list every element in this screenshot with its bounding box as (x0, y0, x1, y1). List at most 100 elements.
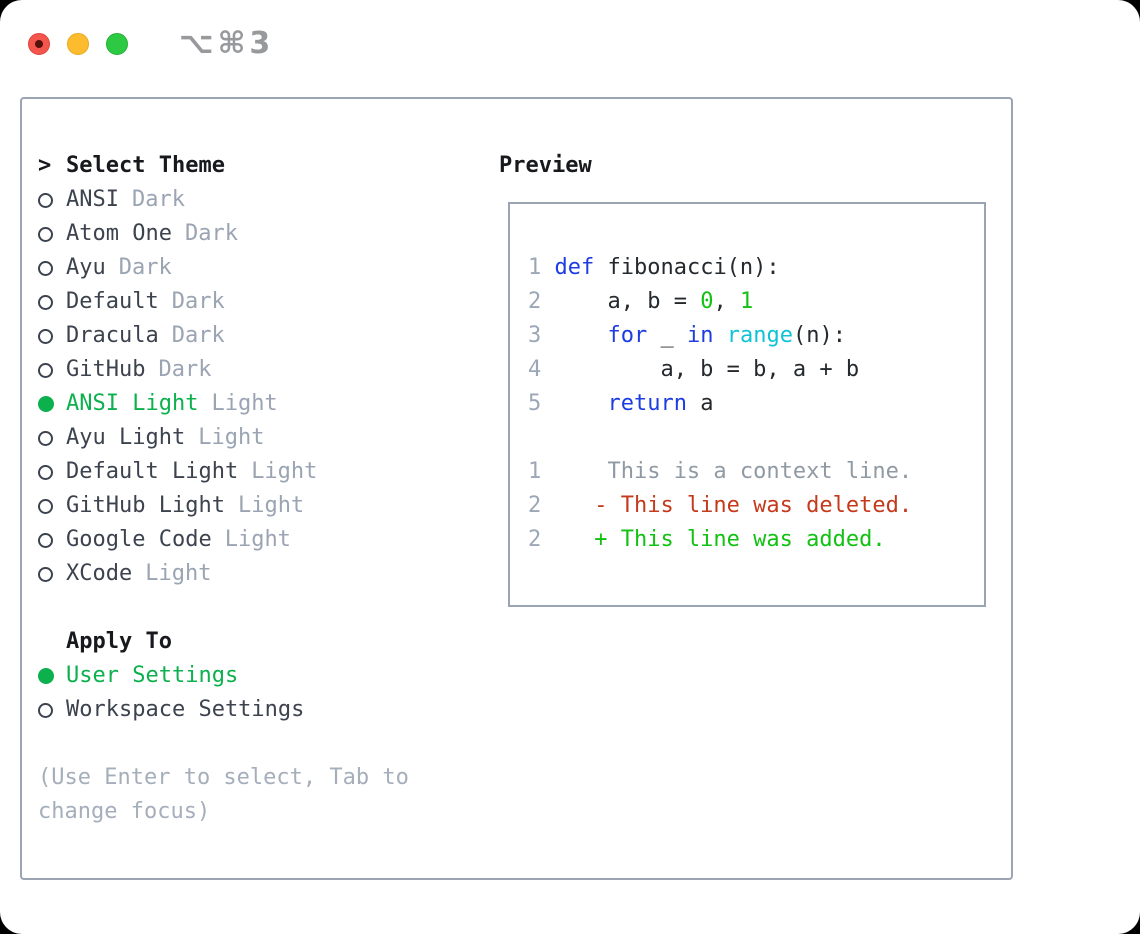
code-token: range (726, 323, 793, 348)
code-token (713, 323, 726, 348)
preview-title: Preview (499, 153, 592, 178)
line-number: 5 (528, 391, 542, 416)
line-number: 1 (528, 255, 542, 280)
theme-name: XCode (66, 561, 133, 586)
line-number: 2 (528, 493, 542, 518)
radio-marker (38, 430, 66, 446)
theme-name: Atom One (66, 221, 172, 246)
apply-option-user-settings[interactable]: User Settings (38, 659, 468, 693)
theme-variant-tag: Dark (171, 323, 225, 348)
focus-caret-icon: > (38, 153, 52, 178)
code-token: This is a context line. (554, 459, 913, 484)
theme-option-github-light[interactable]: GitHub Light Light (38, 489, 468, 523)
line-number: 1 (528, 459, 542, 484)
select-theme-header: > Select Theme (38, 149, 468, 183)
line-number: 4 (528, 357, 542, 382)
deleted-line: 2 - This line was deleted. (528, 489, 984, 523)
close-button[interactable] (28, 32, 50, 55)
theme-name: ANSI (66, 187, 119, 212)
radio-marker (38, 294, 66, 310)
theme-option-ansi[interactable]: ANSI Dark (38, 183, 468, 217)
unsaved-dot-icon (35, 39, 43, 48)
code-token: (n): (792, 323, 846, 348)
theme-name: GitHub (66, 357, 146, 382)
theme-variant-tag: Dark (118, 255, 172, 280)
line-number: 3 (528, 323, 542, 348)
radio-marker (38, 192, 66, 208)
radio-icon (38, 498, 53, 514)
theme-variant-tag: Dark (184, 221, 238, 246)
radio-marker (38, 668, 66, 684)
theme-variant-tag: Dark (131, 187, 185, 212)
zoom-button[interactable] (106, 32, 128, 55)
code-token: fibonacci(n): (594, 255, 780, 280)
code-token: 1 (739, 289, 754, 314)
radio-marker (38, 362, 66, 378)
theme-name: Ayu Light (66, 425, 186, 450)
theme-option-ayu-light[interactable]: Ayu Light Light (38, 421, 468, 455)
added-line: 2 + This line was added. (528, 523, 984, 557)
code-line: 3 for _ in range(n): (528, 319, 984, 353)
theme-name: Ayu (66, 255, 106, 280)
theme-name: Default Light (66, 459, 239, 484)
radio-marker (38, 464, 66, 480)
code-token: return (607, 391, 687, 416)
theme-option-default[interactable]: Default Dark (38, 285, 468, 319)
select-theme-title: Select Theme (66, 153, 225, 178)
theme-option-dracula[interactable]: Dracula Dark (38, 319, 468, 353)
radio-icon (38, 294, 53, 310)
theme-variant-tag: Dark (171, 289, 225, 314)
blank-line (528, 421, 984, 455)
radio-marker (38, 566, 66, 582)
context-line: 1 This is a context line. (528, 455, 984, 489)
theme-option-ayu[interactable]: Ayu Dark (38, 251, 468, 285)
radio-icon (38, 566, 53, 582)
code-token: for (607, 323, 648, 348)
theme-option-atom-one[interactable]: Atom One Dark (38, 217, 468, 251)
radio-icon (38, 328, 53, 344)
apply-option-workspace-settings[interactable]: Workspace Settings (38, 693, 468, 727)
radio-marker (38, 498, 66, 514)
code-line: 4 a, b = b, a + b (528, 353, 984, 387)
apply-option-label: User Settings (66, 663, 239, 688)
radio-icon (38, 362, 53, 378)
theme-name: GitHub Light (66, 493, 225, 518)
theme-variant-tag: Light (211, 391, 278, 416)
code-token: - This line was deleted. (554, 493, 913, 518)
apply-to-header: Apply To (38, 625, 468, 659)
radio-icon (38, 702, 53, 718)
theme-variant-tag: Light (145, 561, 212, 586)
theme-name: Default (66, 289, 159, 314)
radio-icon (38, 226, 53, 242)
radio-marker (38, 260, 66, 276)
radio-marker (38, 226, 66, 242)
code-token: in (686, 323, 714, 348)
theme-variant-tag: Light (224, 527, 291, 552)
code-token (554, 391, 607, 416)
help-text: (Use Enter to select, Tab to change focu… (38, 765, 409, 824)
code-token (554, 323, 607, 348)
radio-icon (38, 430, 53, 446)
theme-variant-tag: Light (198, 425, 265, 450)
minimize-button[interactable] (67, 32, 89, 55)
theme-name: Dracula (66, 323, 159, 348)
code-token: , (713, 289, 740, 314)
radio-selected-icon (38, 668, 54, 684)
radio-marker (38, 532, 66, 548)
theme-option-xcode[interactable]: XCode Light (38, 557, 468, 591)
radio-marker (38, 396, 66, 412)
code-token: 0 (700, 289, 714, 314)
titlebar: ⌥⌘3 (28, 26, 274, 61)
radio-selected-icon (38, 396, 54, 412)
theme-variant-tag: Light (237, 493, 305, 518)
line-number: 2 (528, 527, 542, 552)
